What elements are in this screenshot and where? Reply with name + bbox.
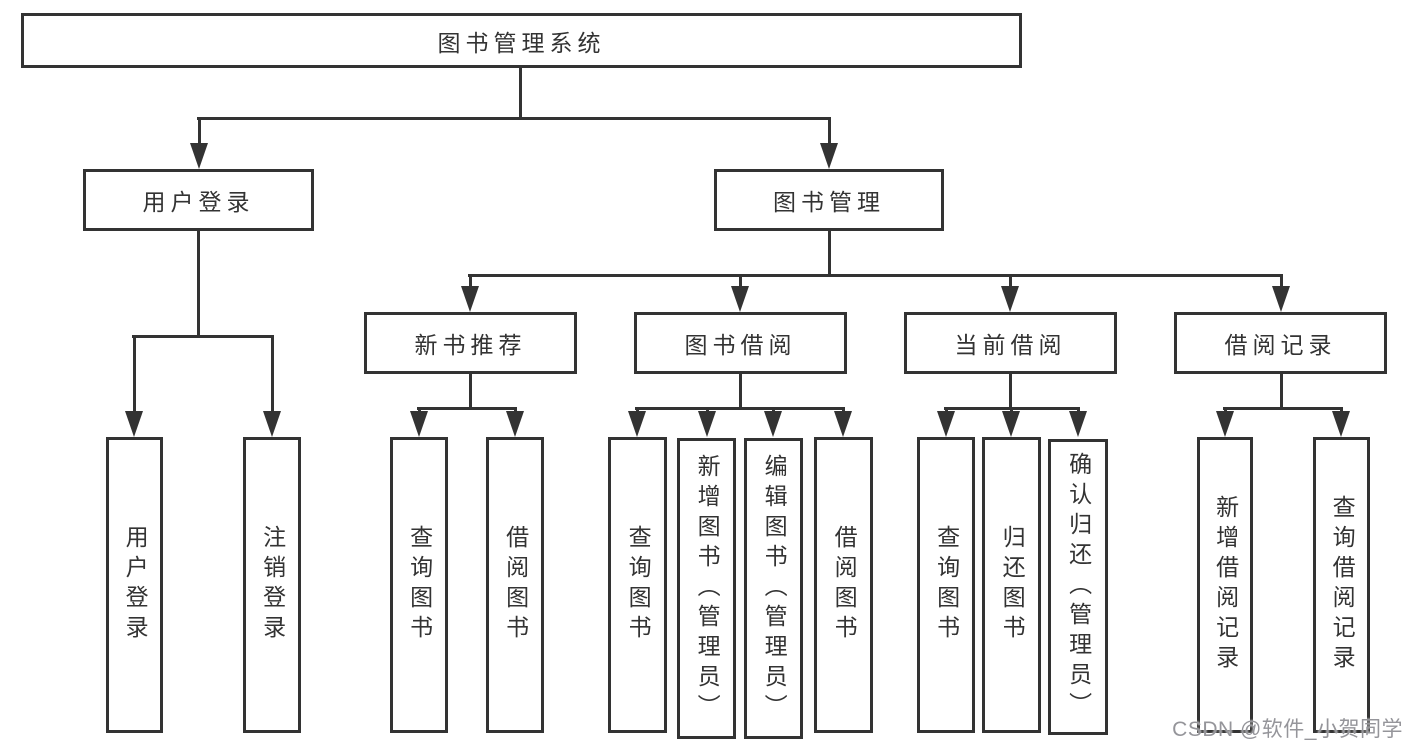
arrow-down-icon bbox=[1002, 411, 1020, 437]
node-current-borrowing: 当前借阅 bbox=[904, 312, 1117, 374]
leaf-confirm-return-admin: 确认归还（管理员） bbox=[1048, 439, 1108, 735]
leaf-add-books-admin: 新增图书（管理员） bbox=[677, 438, 736, 739]
arrow-down-icon bbox=[1272, 286, 1290, 312]
leaf-borrow-books: 借阅图书 bbox=[814, 437, 873, 733]
connector-line bbox=[1009, 274, 1012, 290]
node-label: 用户登录 bbox=[122, 525, 149, 645]
connector-line bbox=[1280, 374, 1283, 407]
node-label: 图书管理系统 bbox=[437, 29, 606, 56]
node-label: 新增图书（管理员） bbox=[694, 453, 721, 724]
csdn-watermark: CSDN @软件_小贺同学 bbox=[1172, 718, 1403, 741]
leaf-logout: 注销登录 bbox=[243, 437, 301, 733]
arrow-down-icon bbox=[731, 286, 749, 312]
node-label: 新增借阅记录 bbox=[1212, 495, 1239, 675]
node-user-login: 用户登录 bbox=[83, 169, 314, 231]
arrow-down-icon bbox=[820, 143, 838, 169]
leaf-query-borrow-record: 查询借阅记录 bbox=[1313, 437, 1370, 733]
arrow-down-icon bbox=[698, 411, 716, 437]
connector-line bbox=[1223, 407, 1343, 410]
node-label: 借阅图书 bbox=[831, 525, 858, 645]
node-label: 查询图书 bbox=[406, 525, 433, 645]
connector-line bbox=[828, 231, 831, 274]
connector-line bbox=[469, 274, 472, 290]
connector-line bbox=[1280, 274, 1283, 290]
arrow-down-icon bbox=[1332, 411, 1350, 437]
arrow-down-icon bbox=[834, 411, 852, 437]
arrow-down-icon bbox=[461, 286, 479, 312]
node-new-book-recommendation: 新书推荐 bbox=[364, 312, 577, 374]
arrow-down-icon bbox=[1001, 286, 1019, 312]
leaf-borrow-books: 借阅图书 bbox=[486, 437, 544, 733]
connector-line bbox=[133, 335, 136, 415]
connector-line bbox=[198, 117, 201, 147]
arrow-down-icon bbox=[628, 411, 646, 437]
connector-line bbox=[739, 374, 742, 407]
connector-line bbox=[739, 274, 742, 290]
node-label: 用户登录 bbox=[142, 189, 255, 215]
leaf-query-books: 查询图书 bbox=[917, 437, 975, 733]
node-label: 借阅图书 bbox=[502, 525, 529, 645]
node-label: 借阅记录 bbox=[1224, 332, 1337, 358]
leaf-query-books: 查询图书 bbox=[390, 437, 448, 733]
connector-line bbox=[828, 117, 831, 147]
node-book-management: 图书管理 bbox=[714, 169, 944, 231]
connector-line bbox=[468, 274, 1283, 277]
connector-line bbox=[132, 335, 274, 338]
connector-line bbox=[469, 374, 472, 407]
connector-line bbox=[197, 231, 200, 335]
node-label: 查询图书 bbox=[625, 525, 652, 645]
node-label: 归还图书 bbox=[999, 525, 1026, 645]
leaf-edit-books-admin: 编辑图书（管理员） bbox=[744, 438, 803, 739]
arrow-down-icon bbox=[764, 411, 782, 437]
node-label: 当前借阅 bbox=[954, 332, 1067, 358]
node-label: 新书推荐 bbox=[414, 332, 527, 358]
connector-line bbox=[519, 68, 522, 117]
node-label: 查询图书 bbox=[933, 525, 960, 645]
node-library-management-system: 图书管理系统 bbox=[21, 13, 1022, 68]
node-label: 注销登录 bbox=[259, 525, 286, 645]
arrow-down-icon bbox=[506, 411, 524, 437]
leaf-user-login: 用户登录 bbox=[106, 437, 163, 733]
connector-line bbox=[271, 335, 274, 415]
leaf-return-books: 归还图书 bbox=[982, 437, 1041, 733]
leaf-add-borrow-record: 新增借阅记录 bbox=[1197, 437, 1253, 733]
arrow-down-icon bbox=[190, 143, 208, 169]
connector-line bbox=[635, 407, 845, 410]
node-label: 编辑图书（管理员） bbox=[761, 453, 788, 724]
node-borrowing-records: 借阅记录 bbox=[1174, 312, 1387, 374]
arrow-down-icon bbox=[410, 411, 428, 437]
arrow-down-icon bbox=[263, 411, 281, 437]
connector-line bbox=[1009, 374, 1012, 407]
node-book-borrowing: 图书借阅 bbox=[634, 312, 847, 374]
leaf-query-books: 查询图书 bbox=[608, 437, 667, 733]
node-label: 图书管理 bbox=[773, 189, 885, 215]
arrow-down-icon bbox=[937, 411, 955, 437]
connector-line bbox=[197, 117, 831, 120]
node-label: 图书借阅 bbox=[684, 332, 797, 358]
node-label: 确认归还（管理员） bbox=[1065, 452, 1092, 722]
connector-line bbox=[417, 407, 517, 410]
arrow-down-icon bbox=[1069, 411, 1087, 437]
arrow-down-icon bbox=[125, 411, 143, 437]
arrow-down-icon bbox=[1216, 411, 1234, 437]
node-label: 查询借阅记录 bbox=[1329, 495, 1356, 675]
